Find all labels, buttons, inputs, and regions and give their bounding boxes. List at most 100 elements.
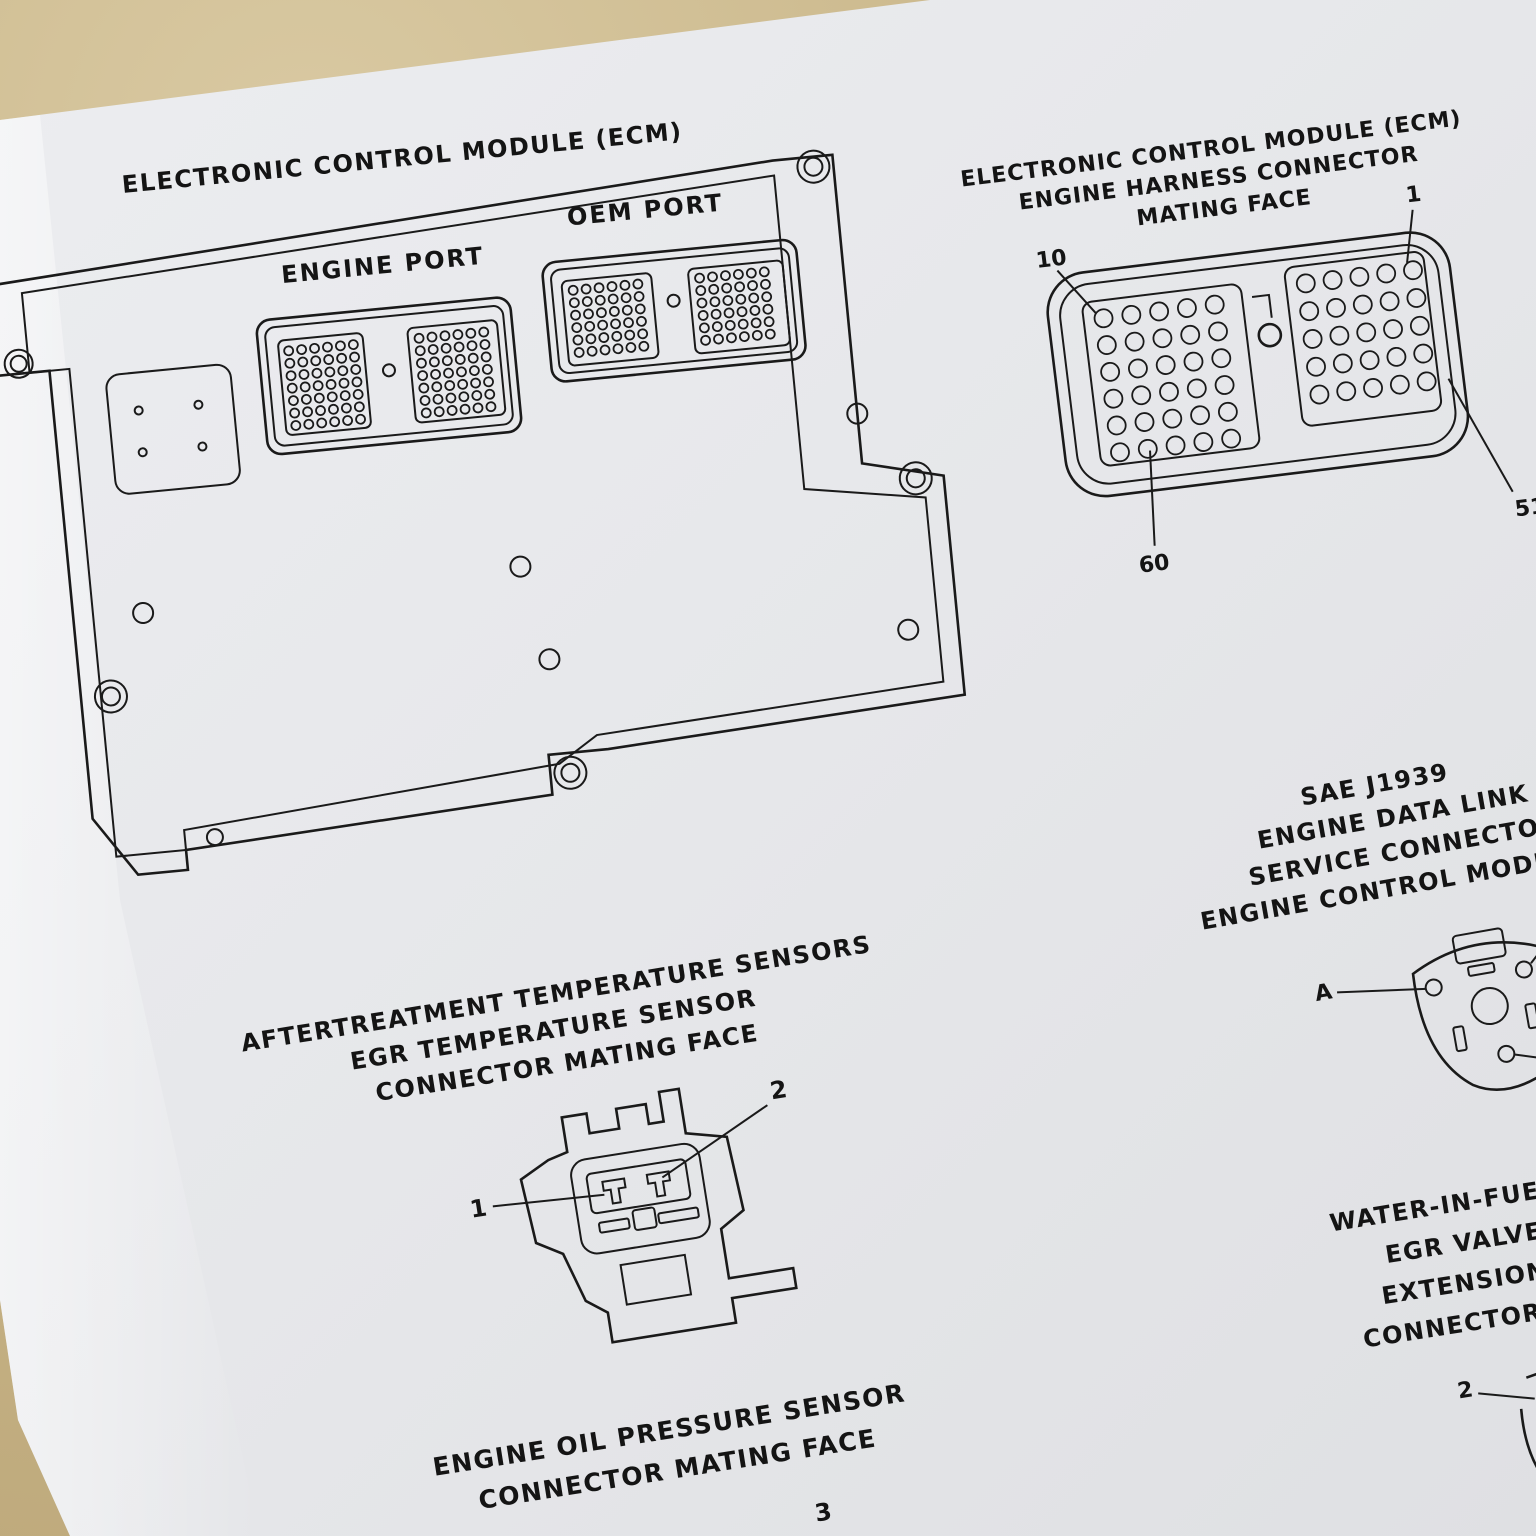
connector-pin [1149, 301, 1170, 322]
connector-pin [310, 355, 322, 367]
connector-pin [426, 331, 438, 343]
connector-pin [349, 351, 360, 363]
connector-pin [478, 326, 490, 338]
connector-pin [1221, 428, 1242, 449]
connector-pin [472, 402, 484, 414]
connector-pin [610, 318, 621, 330]
connector-pin [1183, 351, 1204, 372]
connector-pin [697, 310, 709, 321]
connector-pin [283, 345, 295, 357]
connector-pin [313, 392, 325, 404]
mounting-bosses [3, 149, 933, 847]
connector-pin [1295, 273, 1316, 294]
connector-pin [439, 330, 451, 342]
oem-port-pins [567, 266, 776, 358]
connector-pin [1214, 375, 1235, 395]
connector-pin [483, 376, 494, 388]
engine-port-pins [283, 326, 497, 431]
connector-pin [418, 382, 430, 394]
connector-pin [355, 413, 366, 425]
connector-pin [324, 366, 336, 378]
connector-pin [1299, 301, 1320, 322]
connector-pin [1190, 405, 1210, 426]
connector-pin [300, 393, 312, 405]
connector-pin [1217, 401, 1238, 422]
connector-pin [414, 345, 426, 357]
connector-pin [430, 368, 441, 380]
connector-pin [1106, 415, 1127, 436]
connector-pin [470, 377, 482, 389]
connector-pin [747, 280, 758, 291]
connector-pin [745, 267, 757, 279]
connector-pin [567, 284, 579, 296]
connector-pin [315, 405, 326, 416]
connector-pin [1302, 329, 1323, 349]
connector-pin [726, 332, 737, 344]
connector-pin [1326, 297, 1346, 318]
connector-pin [624, 329, 636, 341]
connector-pin [750, 317, 762, 329]
connector-pin [417, 370, 429, 382]
connector-pin [445, 392, 457, 404]
connector-pin [1356, 322, 1377, 343]
connector-pin [760, 278, 771, 290]
connector-pin [311, 367, 323, 379]
connector-pin [1096, 335, 1117, 355]
connector-pin [1389, 374, 1410, 395]
connector-pin [708, 283, 720, 295]
harness-pin-1: 1 [1404, 182, 1422, 209]
connector-pin [351, 376, 363, 388]
connector-pin [1162, 408, 1183, 429]
connector-pin [762, 303, 774, 315]
connector-pin [1165, 435, 1186, 456]
connector-pin [1124, 331, 1145, 352]
connector-pin [1193, 432, 1214, 452]
connector-pin [707, 271, 718, 283]
connector-pin [289, 407, 301, 419]
connector-pin [695, 285, 707, 296]
connector-pin [734, 281, 745, 293]
connector-pin [737, 318, 749, 330]
connector-pin [751, 329, 763, 341]
connector-pin [619, 279, 631, 291]
connector-pin [303, 418, 315, 430]
connector-pin [416, 357, 427, 369]
connector-pin [632, 278, 644, 290]
connector-pin [1352, 294, 1373, 315]
connector-pin [1376, 263, 1397, 284]
connector-pin [711, 321, 723, 333]
connector-pin [749, 305, 761, 316]
ecm-inner-outline [20, 174, 945, 858]
connector-pin [469, 365, 480, 377]
j1939-pin-a: A [1313, 979, 1334, 1007]
connector-pin [296, 344, 307, 355]
connector-pin [696, 297, 708, 309]
connector-pin [585, 333, 597, 345]
aftertreatment-connector [519, 1087, 798, 1344]
connector-pin [427, 344, 439, 355]
connector-pin [1322, 270, 1343, 290]
connector-pin [432, 393, 444, 405]
connector-pin [1363, 378, 1383, 398]
connector-pin [288, 395, 299, 407]
connector-pin [329, 416, 341, 428]
connector-pin [419, 395, 431, 406]
connector-pin [431, 381, 443, 393]
connector-pin [336, 352, 348, 364]
connector-pin [479, 339, 491, 350]
connector-pin [290, 420, 302, 431]
engine-port-connector [255, 296, 523, 456]
connector-pin [698, 322, 710, 334]
connector-pin [1406, 288, 1427, 308]
connector-pin [573, 347, 585, 358]
connector-pin [736, 306, 748, 318]
harness-pin-60: 60 [1138, 550, 1171, 579]
connector-pin [323, 354, 335, 365]
connector-pin [1409, 315, 1430, 336]
connector-pin [465, 327, 477, 339]
connector-pin [1180, 324, 1201, 345]
connector-pin [420, 407, 432, 419]
connector-pin [1416, 371, 1437, 392]
connector-pin [453, 341, 465, 353]
connector-pin [571, 322, 583, 334]
